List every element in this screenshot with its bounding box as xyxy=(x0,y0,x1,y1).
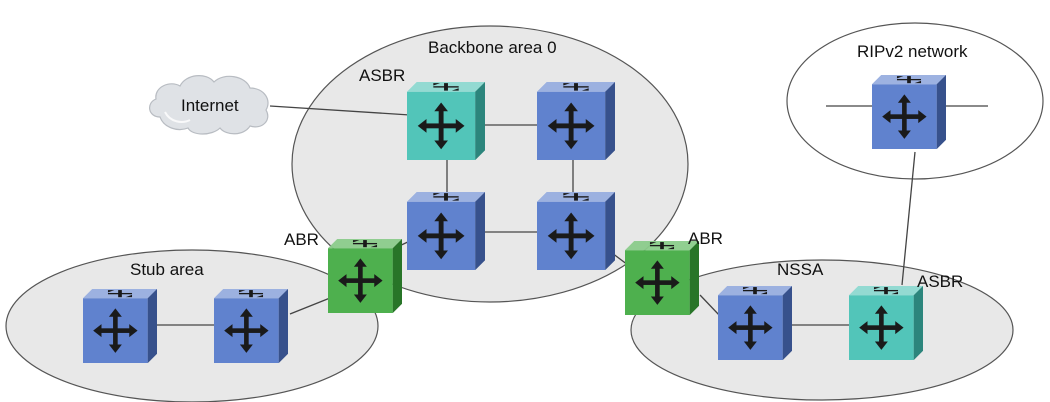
internet-cloud: Internet xyxy=(149,75,269,135)
abr-right-router-icon xyxy=(625,241,699,315)
link-asbr-rip xyxy=(901,151,916,286)
nssa-router-icon xyxy=(718,286,792,360)
asbr-top-label: ASBR xyxy=(359,66,405,85)
rip-router-icon xyxy=(872,75,946,149)
abr-left-label: ABR xyxy=(284,230,319,249)
nssa-label: NSSA xyxy=(777,260,824,279)
backbone-area-label: Backbone area 0 xyxy=(428,38,557,57)
link-stub-abr xyxy=(289,297,331,315)
stub-area xyxy=(5,249,379,402)
stub-router-right-icon xyxy=(214,289,288,363)
asbr-right-label: ASBR xyxy=(917,272,963,291)
cloud-icon xyxy=(149,75,269,135)
ripv2-network-label: RIPv2 network xyxy=(857,42,968,61)
backbone-router-bottom-left-icon xyxy=(407,192,485,270)
backbone-router-bottom-right-icon xyxy=(537,192,615,270)
asbr-nssa-router-icon xyxy=(849,286,923,360)
stub-area-label: Stub area xyxy=(130,260,204,279)
link-abr-nssa xyxy=(699,294,721,317)
asbr-backbone-router-icon xyxy=(407,82,485,160)
internet-label: Internet xyxy=(181,96,239,115)
stub-router-left-icon xyxy=(83,289,157,363)
abr-right-label: ABR xyxy=(688,229,723,248)
link-internet-asbr xyxy=(269,105,411,116)
abr-left-router-icon xyxy=(328,239,402,313)
backbone-router-top-right-icon xyxy=(537,82,615,160)
